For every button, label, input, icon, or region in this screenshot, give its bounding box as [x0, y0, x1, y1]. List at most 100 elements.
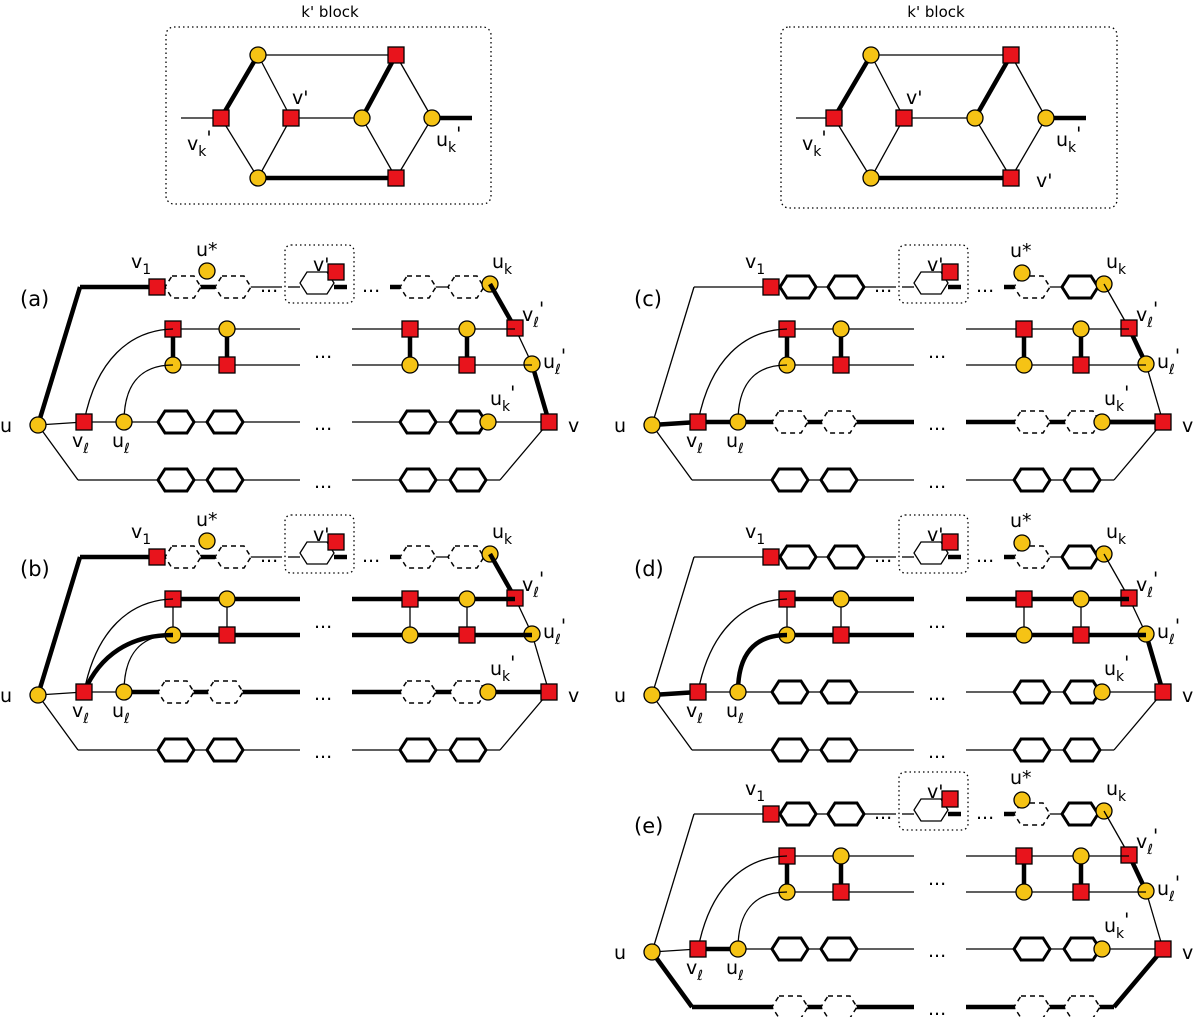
k-prime-block-left: k' block v' vk' uk'	[165, 3, 492, 205]
vertex-square	[1072, 626, 1090, 644]
gadget-hexagon	[156, 737, 196, 763]
vertex-circle	[1013, 534, 1031, 552]
ellipsis: ...	[928, 741, 946, 763]
vertex-square	[941, 263, 959, 281]
vertex-circle	[729, 940, 747, 958]
label-ul: uℓ	[726, 430, 744, 457]
vertex-circle	[458, 320, 476, 338]
gadget-hexagon	[819, 936, 859, 962]
ellipsis: ...	[314, 611, 332, 633]
gadget-hexagon	[770, 679, 810, 705]
edge-u-v1	[35, 286, 83, 426]
vertex-square	[941, 533, 959, 551]
vertex-square	[1002, 46, 1020, 64]
vertex-circle	[218, 320, 236, 338]
curved-edge	[697, 855, 788, 950]
gadget-hexagon	[205, 467, 245, 493]
vertex-square	[218, 626, 236, 644]
edge	[1113, 421, 1164, 481]
label-u-star: u*	[196, 509, 218, 531]
vertex-square	[762, 805, 780, 823]
label-v1: v1	[745, 251, 765, 278]
label-vl: vℓ	[686, 430, 703, 457]
label-ul-prime: uℓ'	[543, 345, 566, 378]
vertex-circle	[1072, 847, 1090, 865]
vertex-circle	[29, 416, 47, 434]
label-v: v	[568, 685, 579, 707]
ellipsis: ...	[976, 802, 994, 824]
vertex-circle	[643, 686, 661, 704]
vertex-circle	[401, 626, 419, 644]
gadget-hexagon	[447, 275, 485, 299]
vertex-square	[540, 683, 558, 701]
vertex-circle	[1015, 883, 1033, 901]
vertex-circle	[729, 413, 747, 431]
vertex-circle	[218, 590, 236, 608]
gadget-hexagon	[770, 737, 810, 763]
gadget-hexagon	[399, 680, 437, 704]
ellipsis: ...	[928, 940, 946, 962]
curved-edge	[697, 328, 788, 423]
vertex-circle	[1013, 264, 1031, 282]
vertex-circle	[862, 46, 880, 64]
ellipsis: ...	[928, 683, 946, 705]
label-vl-prime: vℓ'	[522, 568, 544, 601]
matching-edge	[1112, 947, 1165, 1009]
label-v-prime: v'	[927, 524, 943, 546]
gadget-hexagon	[398, 409, 438, 435]
label-v-prime: v'	[927, 254, 943, 276]
edge-u-v1	[651, 813, 695, 953]
panel-label: (e)	[634, 814, 663, 838]
gadget-hexagon	[447, 545, 485, 569]
vertex-square	[458, 626, 476, 644]
label-uk-prime: uk'	[490, 382, 515, 415]
gadget-hexagon	[448, 737, 488, 763]
vertex-circle	[458, 590, 476, 608]
label-v-prime: v'	[313, 254, 329, 276]
edge	[499, 691, 550, 751]
label-v-prime: v'	[927, 781, 943, 803]
label-uk-prime: uk'	[490, 652, 515, 685]
vertex-square	[212, 109, 230, 127]
vertex-square	[387, 46, 405, 64]
gadget-hexagon	[157, 680, 195, 704]
label-ul-prime: uℓ'	[1157, 615, 1180, 648]
inner-k-prime-box	[898, 771, 969, 831]
gadget-hexagon	[164, 275, 202, 299]
label-v-prime: v'	[313, 524, 329, 546]
label-u: u	[614, 685, 626, 707]
curved-edge	[83, 598, 174, 693]
block-title: k' block	[907, 3, 965, 21]
vertex-circle	[115, 683, 133, 701]
gadget-hexagon	[205, 409, 245, 435]
gadget-hexagon	[1063, 410, 1101, 434]
gadget-hexagon	[399, 275, 437, 299]
label-uk: uk	[1106, 521, 1127, 548]
label-uk: uk	[492, 521, 513, 548]
label-v: v	[1182, 415, 1193, 437]
vertex-square	[540, 413, 558, 431]
vertex-circle	[1013, 791, 1031, 809]
gadget-hexagon	[913, 271, 949, 295]
vertex-square	[148, 278, 166, 296]
edge-u-v1	[35, 556, 83, 696]
block-border	[165, 26, 492, 205]
edge	[1145, 363, 1164, 423]
inner-k-prime-box	[284, 514, 355, 574]
label-v: v	[1182, 685, 1193, 707]
vertex-circle	[1072, 320, 1090, 338]
vertex-circle	[1093, 940, 1111, 958]
label-ul: uℓ	[112, 700, 130, 727]
vertex-circle	[966, 109, 984, 127]
vertex-square	[895, 109, 913, 127]
edge	[37, 694, 79, 751]
vertex-circle	[832, 590, 850, 608]
gadget-hexagon	[1062, 467, 1102, 493]
vertex-square	[1002, 169, 1020, 187]
gadget-hexagon	[771, 995, 809, 1017]
